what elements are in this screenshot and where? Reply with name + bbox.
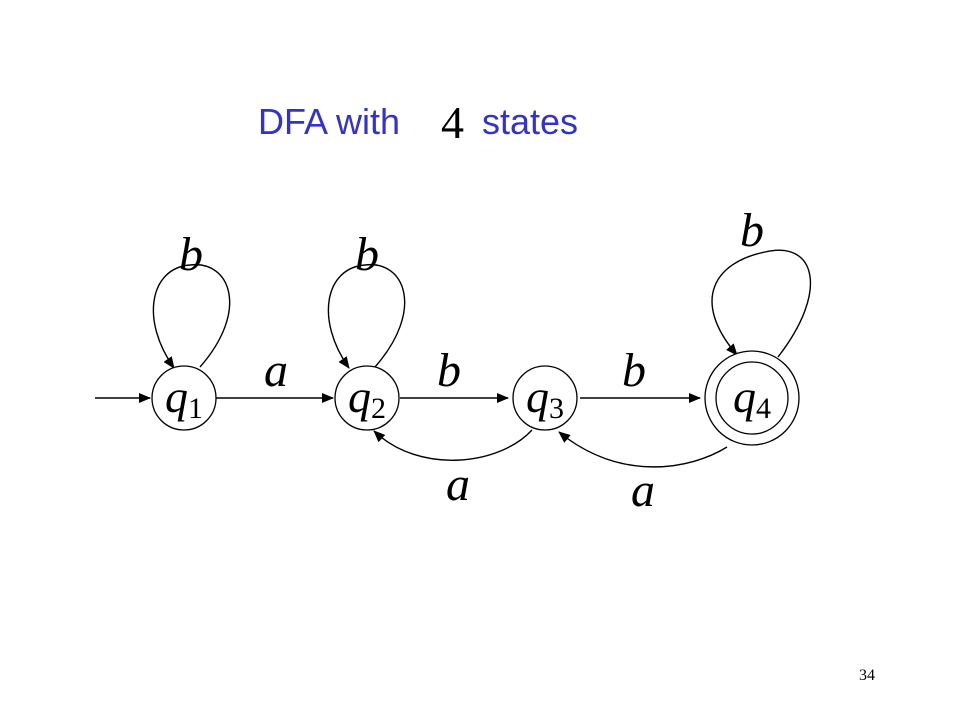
state-q3-label: q3: [526, 371, 564, 425]
loop-q4-b: [711, 249, 812, 358]
transitions: [95, 249, 812, 468]
state-q2-name: q: [348, 371, 371, 422]
label-q4-q3: a: [631, 464, 655, 517]
state-q3-name: q: [526, 371, 549, 422]
state-q2: q2: [334, 365, 400, 431]
state-q1: q1: [151, 365, 217, 431]
slide-title: DFA with 4 states: [258, 97, 578, 148]
label-q3-q2: a: [446, 458, 470, 511]
state-q3-circle: [512, 365, 578, 431]
state-q2-label: q2: [348, 371, 386, 425]
title-prefix: DFA with: [258, 101, 400, 142]
state-q2-circle: [334, 365, 400, 431]
state-q1-circle: [151, 365, 217, 431]
title-number: 4: [441, 97, 464, 148]
label-q2-q3: b: [437, 344, 461, 397]
label-q1-q2: a: [264, 344, 288, 397]
state-q3: q3: [512, 365, 578, 431]
state-q4-sub: 4: [756, 392, 771, 425]
state-q4: q4: [704, 350, 800, 446]
loop-q2-b: [327, 264, 406, 369]
edge-q3-q2-a: [373, 429, 533, 461]
label-loop-q4: b: [740, 204, 764, 257]
state-q4-label: q4: [733, 371, 771, 425]
states: q1 q2 q3 q4: [151, 350, 800, 446]
state-q4-inner-circle: [715, 361, 789, 435]
label-loop-q1: b: [179, 228, 203, 281]
transition-labels: b b b a b b a a: [179, 204, 764, 517]
page-number: 34: [859, 667, 875, 684]
state-q4-name: q: [733, 371, 756, 422]
state-q1-name: q: [165, 371, 188, 422]
state-q1-label: q1: [165, 371, 203, 425]
loop-q1-b: [152, 264, 231, 369]
title-suffix: states: [482, 101, 578, 142]
state-q1-sub: 1: [188, 392, 203, 425]
state-q3-sub: 3: [549, 392, 564, 425]
label-loop-q2: b: [355, 228, 379, 281]
label-q3-q4: b: [622, 344, 646, 397]
state-q2-sub: 2: [371, 392, 386, 425]
edge-q4-q3-a: [558, 431, 728, 468]
